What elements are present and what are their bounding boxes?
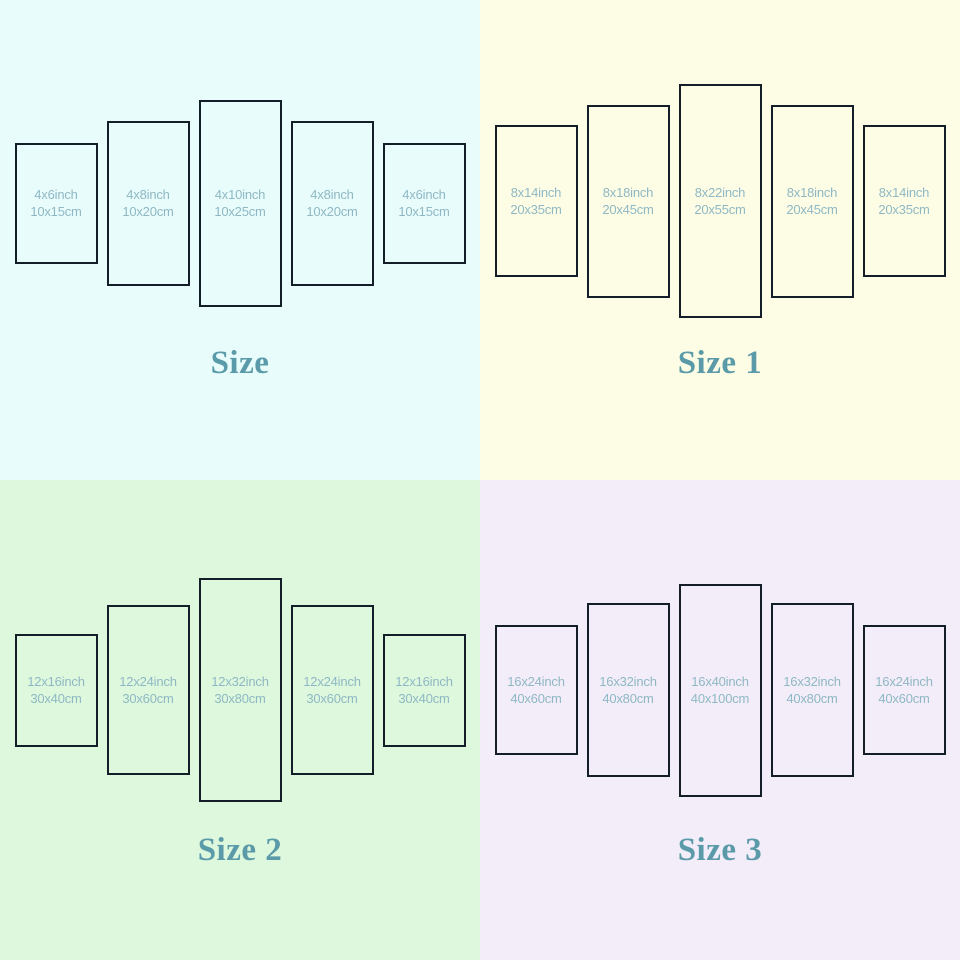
panel-size-cm: 30x40cm	[30, 691, 82, 706]
quadrant-title-size-2: Size 2	[197, 832, 283, 868]
panel[interactable]: 8x18inch 20x45cm	[770, 104, 854, 298]
panel[interactable]: 8x18inch 20x45cm	[586, 104, 670, 298]
panel-label: 4x10inch 10x25cm	[185, 186, 295, 220]
panel[interactable]: 12x24inch 30x60cm	[106, 605, 190, 775]
panel[interactable]: 4x6inch 10x15cm	[14, 142, 98, 264]
panel-size-inch: 8x22inch	[694, 185, 746, 200]
panel[interactable]: 12x16inch 30x40cm	[14, 633, 98, 747]
quadrant-size: 4x6inch 10x15cm 4x8inch 10x20cm 4x10inch 10x2…	[0, 0, 480, 480]
panel-size-cm: 30x60cm	[122, 691, 174, 706]
panel-label: 12x32inch 30x80cm	[185, 673, 295, 707]
panel-label: 4x6inch 10x15cm	[369, 186, 479, 220]
panel-label: 12x16inch 30x40cm	[369, 673, 479, 707]
panel-size-cm: 10x20cm	[306, 204, 358, 219]
panel[interactable]: 12x24inch 30x60cm	[290, 605, 374, 775]
panel[interactable]: 4x6inch 10x15cm	[382, 142, 466, 264]
quadrant-title-size-1: Size 1	[677, 345, 763, 381]
panel-label: 12x24inch 30x60cm	[277, 673, 387, 707]
panel-label: 8x14inch 20x35cm	[481, 184, 591, 218]
panel-size-inch: 16x32inch	[599, 674, 657, 689]
panel-label: 12x24inch 30x60cm	[93, 673, 203, 707]
panel-group-size: 4x6inch 10x15cm 4x8inch 10x20cm 4x10inch 10x2…	[0, 99, 480, 307]
panel[interactable]: 16x32inch 40x80cm	[770, 603, 854, 777]
panel-size-cm: 30x60cm	[306, 691, 358, 706]
panel-label: 4x8inch 10x20cm	[277, 186, 387, 220]
panel[interactable]: 16x24inch 40x60cm	[494, 625, 578, 755]
panel-size-inch: 4x8inch	[310, 187, 354, 202]
panel-label: 16x24inch 40x60cm	[481, 673, 591, 707]
panel-size-inch: 4x6inch	[34, 187, 78, 202]
panel-size-inch: 8x14inch	[510, 185, 562, 200]
panel-label: 8x14inch 20x35cm	[849, 184, 959, 218]
panel-group-size-2: 12x16inch 30x40cm 12x24inch 30x60cm 12x32inc…	[0, 578, 480, 802]
panel[interactable]: 16x32inch 40x80cm	[586, 603, 670, 777]
panel[interactable]: 8x14inch 20x35cm	[862, 125, 946, 277]
quadrant-title-size: Size	[210, 345, 270, 381]
panel-size-cm: 10x15cm	[30, 204, 82, 219]
panel-label: 8x18inch 20x45cm	[573, 184, 683, 218]
panel-size-inch: 4x10inch	[214, 187, 266, 202]
panel[interactable]: 12x16inch 30x40cm	[382, 633, 466, 747]
panel-size-inch: 12x24inch	[119, 674, 177, 689]
panel[interactable]: 4x8inch 10x20cm	[290, 120, 374, 286]
panel-size-cm: 40x80cm	[786, 691, 838, 706]
panel-group-size-3: 16x24inch 40x60cm 16x32inch 40x80cm 16x40inc…	[480, 583, 960, 797]
panel-label: 4x8inch 10x20cm	[93, 186, 203, 220]
panel-label: 4x6inch 10x15cm	[1, 186, 111, 220]
panel[interactable]: 12x32inch 30x80cm	[198, 578, 282, 802]
panel-size-inch: 12x24inch	[303, 674, 361, 689]
quadrant-size-2: 12x16inch 30x40cm 12x24inch 30x60cm 12x32inc…	[0, 480, 480, 960]
panel-size-cm: 20x45cm	[786, 202, 838, 217]
panel-size-inch: 16x40inch	[691, 674, 749, 689]
panel-size-inch: 12x32inch	[211, 674, 269, 689]
panel-size-cm: 40x60cm	[510, 691, 562, 706]
panel-size-cm: 40x60cm	[878, 691, 930, 706]
panel[interactable]: 16x24inch 40x60cm	[862, 625, 946, 755]
panel[interactable]: 8x22inch 20x55cm	[678, 84, 762, 318]
panel-size-inch: 8x18inch	[602, 185, 654, 200]
panel-size-inch: 16x32inch	[783, 674, 841, 689]
panel-label: 8x18inch 20x45cm	[757, 184, 867, 218]
panel-size-inch: 16x24inch	[507, 674, 565, 689]
panel-group-size-1: 8x14inch 20x35cm 8x18inch 20x45cm 8x22inch 20…	[480, 84, 960, 318]
panel-size-cm: 20x55cm	[694, 202, 746, 217]
panel-label: 12x16inch 30x40cm	[1, 673, 111, 707]
panel[interactable]: 4x8inch 10x20cm	[106, 120, 190, 286]
panel-size-cm: 10x20cm	[122, 204, 174, 219]
panel-size-inch: 16x24inch	[875, 674, 933, 689]
panel-size-cm: 20x35cm	[510, 202, 562, 217]
panel-size-inch: 4x8inch	[126, 187, 170, 202]
quadrant-title-size-3: Size 3	[677, 832, 763, 868]
panel-size-cm: 40x80cm	[602, 691, 654, 706]
panel-size-cm: 20x35cm	[878, 202, 930, 217]
panel-label: 16x24inch 40x60cm	[849, 673, 959, 707]
panel[interactable]: 4x10inch 10x25cm	[198, 99, 282, 307]
panel-label: 8x22inch 20x55cm	[665, 184, 775, 218]
panel-size-inch: 12x16inch	[27, 674, 85, 689]
panel[interactable]: 16x40inch 40x100cm	[678, 583, 762, 797]
panel-size-cm: 40x100cm	[690, 691, 750, 706]
panel[interactable]: 8x14inch 20x35cm	[494, 125, 578, 277]
panel-size-cm: 30x80cm	[214, 691, 266, 706]
panel-size-cm: 10x25cm	[214, 204, 266, 219]
quadrant-size-3: 16x24inch 40x60cm 16x32inch 40x80cm 16x40inc…	[480, 480, 960, 960]
panel-size-cm: 10x15cm	[398, 204, 450, 219]
panel-size-cm: 30x40cm	[398, 691, 450, 706]
panel-size-inch: 12x16inch	[395, 674, 453, 689]
panel-label: 16x32inch 40x80cm	[757, 673, 867, 707]
quadrant-size-1: 8x14inch 20x35cm 8x18inch 20x45cm 8x22inch 20…	[480, 0, 960, 480]
panel-size-inch: 8x18inch	[786, 185, 838, 200]
panel-size-inch: 4x6inch	[402, 187, 446, 202]
panel-label: 16x40inch 40x100cm	[665, 673, 775, 707]
panel-size-cm: 20x45cm	[602, 202, 654, 217]
panel-size-inch: 8x14inch	[878, 185, 930, 200]
panel-label: 16x32inch 40x80cm	[573, 673, 683, 707]
